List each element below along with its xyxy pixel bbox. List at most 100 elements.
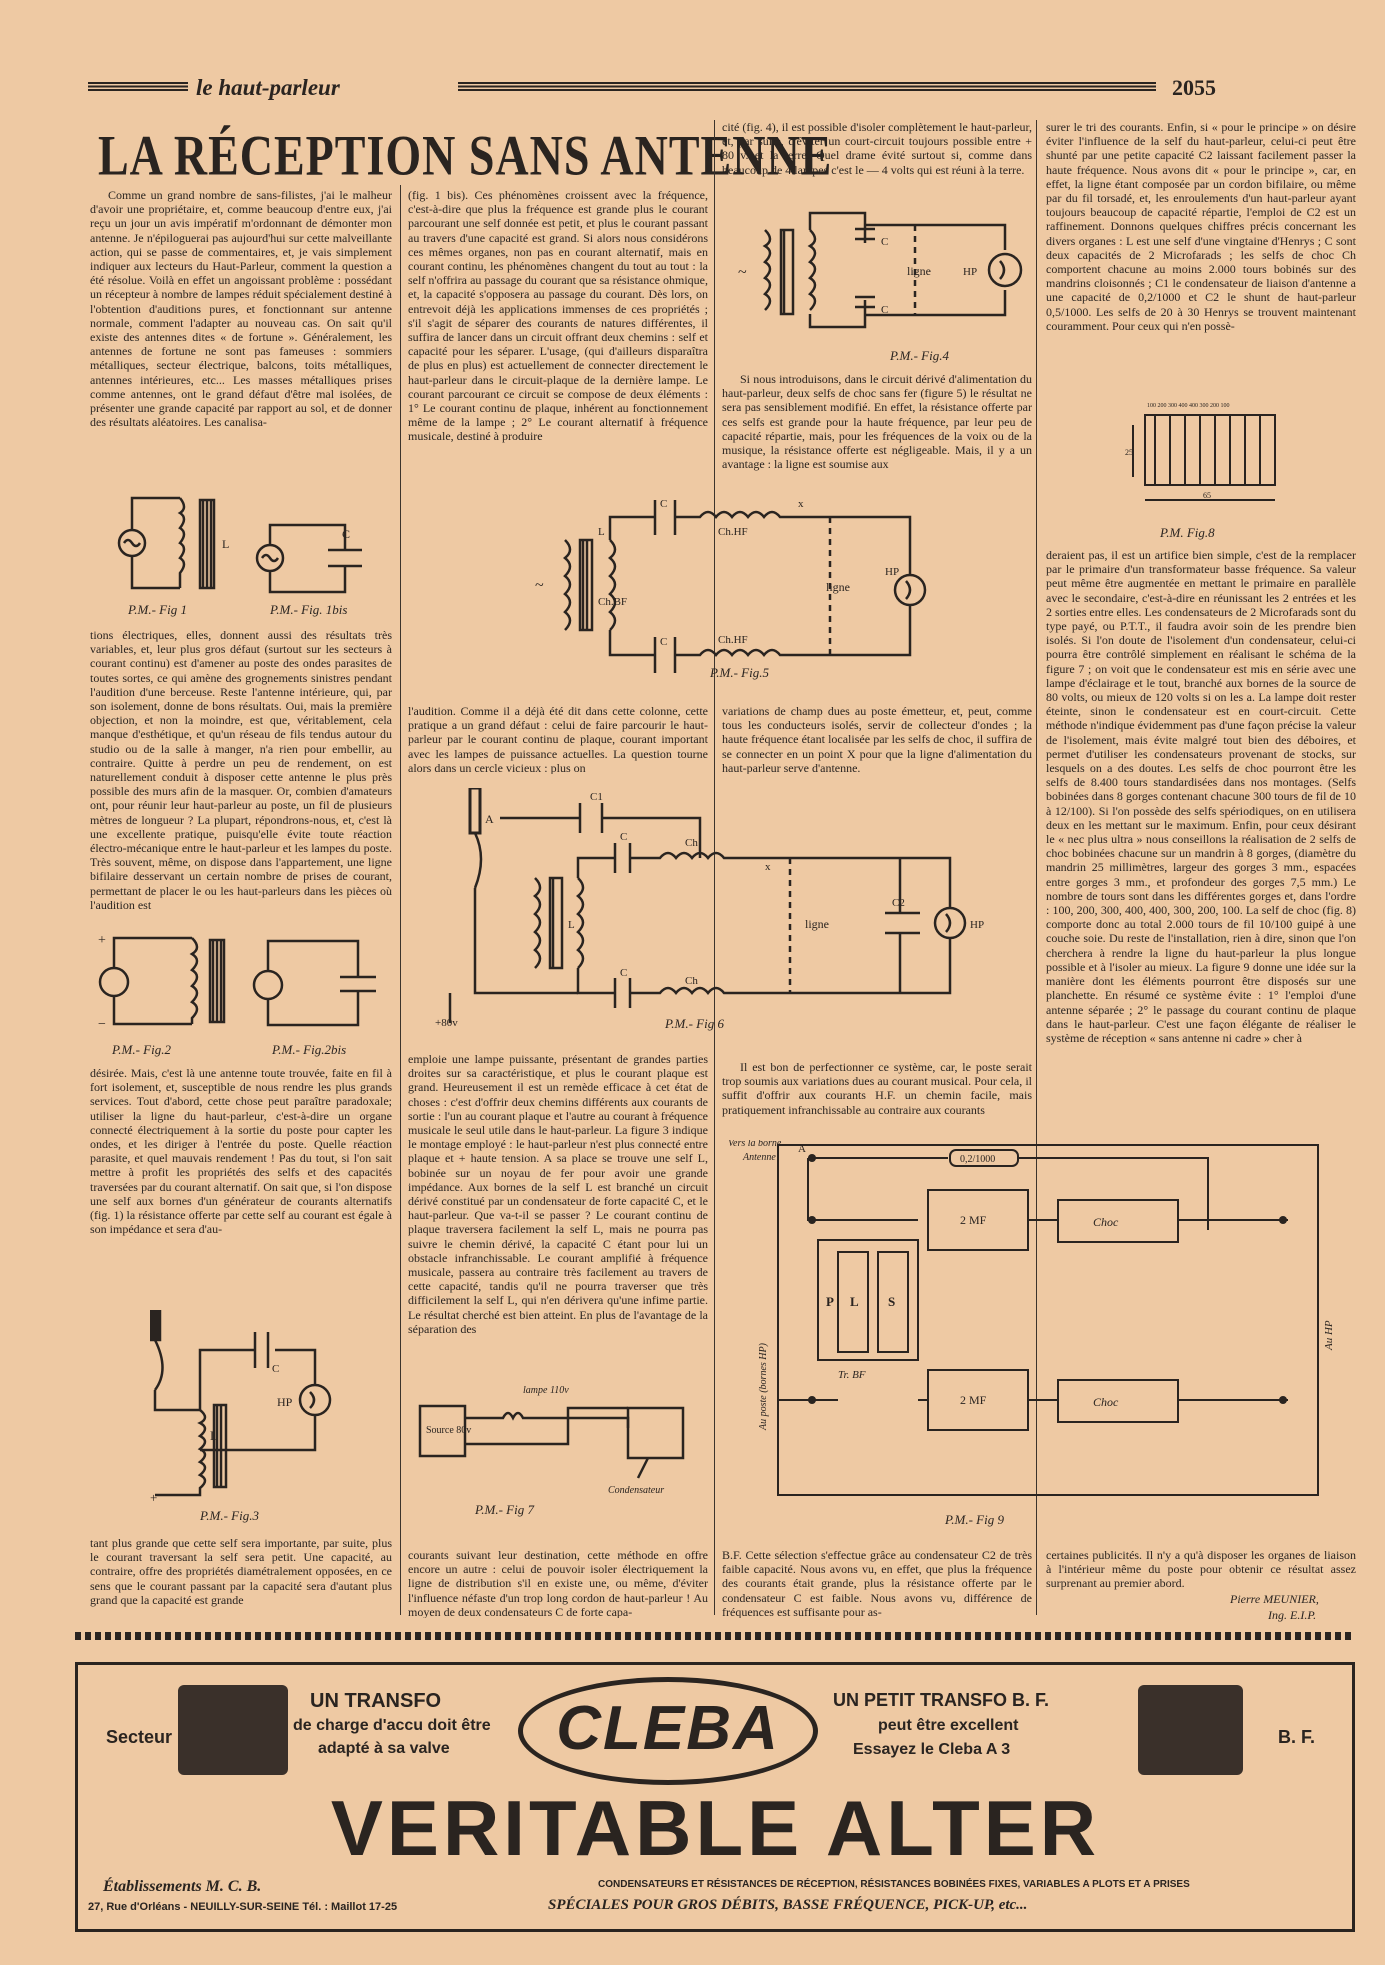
transfo-right-image	[1138, 1685, 1243, 1775]
journal-name: le haut-parleur	[196, 75, 340, 100]
ad-separator	[75, 1632, 1355, 1640]
svg-text:~: ~	[738, 264, 747, 281]
svg-text:L: L	[568, 919, 575, 931]
svg-text:Au HP: Au HP	[1323, 1320, 1335, 1351]
bf-label: B. F.	[1278, 1727, 1316, 1747]
caption-fig9: P.M.- Fig 9	[945, 1512, 1004, 1527]
svg-text:P: P	[826, 1294, 834, 1309]
svg-text:Vers la borne: Vers la borne	[728, 1140, 782, 1149]
svg-text:C: C	[620, 967, 627, 979]
svg-text:Ch.BF: Ch.BF	[598, 596, 627, 608]
svg-text:Tr. BF: Tr. BF	[838, 1369, 866, 1381]
svg-text:C: C	[660, 498, 667, 510]
column-1-text-c: désirée. Mais, c'est là une antenne tout…	[90, 1066, 392, 1237]
svg-text:65: 65	[1203, 491, 1211, 500]
svg-text:+: +	[98, 933, 106, 948]
header-rule-right	[458, 82, 1156, 91]
figure-1: L	[110, 488, 240, 596]
svg-text:Ch: Ch	[685, 975, 698, 987]
label-C: C	[342, 527, 350, 541]
svg-text:2 MF: 2 MF	[960, 1213, 987, 1227]
svg-text:100 200 300 400 400 300 200 10: 100 200 300 400 400 300 200 100	[1147, 403, 1230, 409]
svg-text:C: C	[620, 831, 627, 843]
column-rule	[714, 120, 715, 1615]
column-1-text-a: Comme un grand nombre de sans-filistes, …	[90, 188, 392, 430]
column-rule	[400, 185, 401, 1615]
figure-8: 100 200 300 400 400 300 200 100 25 65	[1125, 395, 1295, 510]
figure-2: +−	[92, 930, 242, 1032]
column-1-text-d: tant plus grande que cette self sera imp…	[90, 1536, 392, 1607]
svg-text:HP: HP	[963, 266, 977, 278]
svg-text:Choc: Choc	[1093, 1215, 1119, 1229]
brand-name: CLEBA	[556, 1694, 780, 1763]
ad-left-line2: de charge d'accu doit être	[293, 1717, 491, 1734]
label-HP: HP	[277, 1395, 293, 1409]
secteur-label: Secteur	[106, 1727, 173, 1747]
svg-text:Ch.HF: Ch.HF	[718, 634, 748, 646]
svg-text:Au poste (bornes HP): Au poste (bornes HP)	[758, 1342, 769, 1431]
svg-text:ligne: ligne	[805, 917, 829, 931]
company-address: 27, Rue d'Orléans - NEUILLY-SUR-SEINE Té…	[88, 1901, 398, 1913]
svg-text:~: ~	[535, 577, 544, 594]
column-2-text-a: (fig. 1 bis). Ces phénomènes croissent a…	[408, 188, 708, 444]
transfo-left-image	[178, 1685, 288, 1775]
svg-text:Ch.HF: Ch.HF	[718, 526, 748, 538]
figure-2-bis	[250, 935, 385, 1030]
caption-fig8: P.M. Fig.8	[1160, 525, 1215, 540]
caption-fig7: P.M.- Fig 7	[475, 1502, 534, 1517]
svg-text:C: C	[881, 236, 888, 248]
svg-text:+: +	[150, 1490, 157, 1505]
ad-right-line1: UN PETIT TRANSFO B. F.	[833, 1690, 1049, 1710]
svg-text:S: S	[888, 1294, 895, 1309]
caption-fig3: P.M.- Fig.3	[200, 1508, 259, 1523]
svg-text:+80v: +80v	[435, 1017, 458, 1028]
svg-text:Ch: Ch	[685, 837, 698, 849]
svg-text:Antenne: Antenne	[742, 1152, 776, 1163]
svg-text:C: C	[881, 304, 888, 316]
author-title: Ing. E.I.P.	[1268, 1608, 1317, 1622]
author-name: Pierre MEUNIER,	[1230, 1592, 1319, 1606]
svg-text:ligne: ligne	[826, 580, 850, 594]
column-rule	[1036, 120, 1037, 1615]
svg-text:Condensateur: Condensateur	[608, 1485, 664, 1496]
column-3-text-c: variations de champ dues au poste émette…	[722, 704, 1032, 774]
brand-logo	[518, 1677, 818, 1785]
caption-fig2: P.M.- Fig.2	[112, 1042, 171, 1057]
svg-text:HP: HP	[885, 566, 899, 578]
column-1-text-b: tions électriques, elles, donnent aussi …	[90, 628, 392, 912]
svg-text:A: A	[798, 1143, 806, 1155]
svg-text:C2: C2	[892, 897, 905, 909]
svg-text:lampe 110v: lampe 110v	[523, 1385, 569, 1396]
caption-fig1bis: P.M.- Fig. 1bis	[270, 602, 348, 617]
svg-text:C1: C1	[590, 791, 603, 803]
column-2-text-d: courants suivant leur destination, cette…	[408, 1548, 708, 1618]
column-3-text-d: Il est bon de perfectionner ce système, …	[722, 1060, 1032, 1117]
label-L: L	[222, 537, 229, 551]
advertisement: Secteur UN TRANSFO de charge d'accu doit…	[75, 1662, 1355, 1932]
svg-text:ligne: ligne	[907, 264, 931, 278]
caption-fig1: P.M.- Fig 1	[128, 602, 187, 617]
column-4-text-c: certaines publicités. Il n'y a qu'à disp…	[1046, 1548, 1356, 1591]
ad-right-line2: peut être excellent	[878, 1717, 1019, 1734]
ad-tagline-2: SPÉCIALES POUR GROS DÉBITS, BASSE FRÉQUE…	[548, 1897, 1028, 1913]
caption-fig2bis: P.M.- Fig.2bis	[272, 1042, 347, 1057]
header-rule-left	[88, 82, 188, 91]
caption-fig6: P.M.- Fig 6	[665, 1016, 724, 1031]
svg-text:x: x	[798, 498, 804, 510]
column-4-text-a: surer le tri des courants. Enfin, si « p…	[1046, 120, 1356, 333]
ad-tagline-1: CONDENSATEURS ET RÉSISTANCES DE RÉCEPTIO…	[598, 1879, 1190, 1890]
svg-text:25: 25	[1125, 448, 1133, 457]
column-3-text-b: Si nous introduisons, dans le circuit dé…	[722, 372, 1032, 472]
caption-fig4: P.M.- Fig.4	[890, 348, 949, 363]
page-number: 2055	[1172, 75, 1216, 100]
column-4-text-b: deraient pas, il est un artifice bien si…	[1046, 548, 1356, 1045]
caption-fig5: P.M.- Fig.5	[710, 665, 769, 680]
svg-text:2 MF: 2 MF	[960, 1393, 987, 1407]
svg-text:A: A	[485, 812, 494, 826]
svg-text:L: L	[598, 526, 605, 538]
